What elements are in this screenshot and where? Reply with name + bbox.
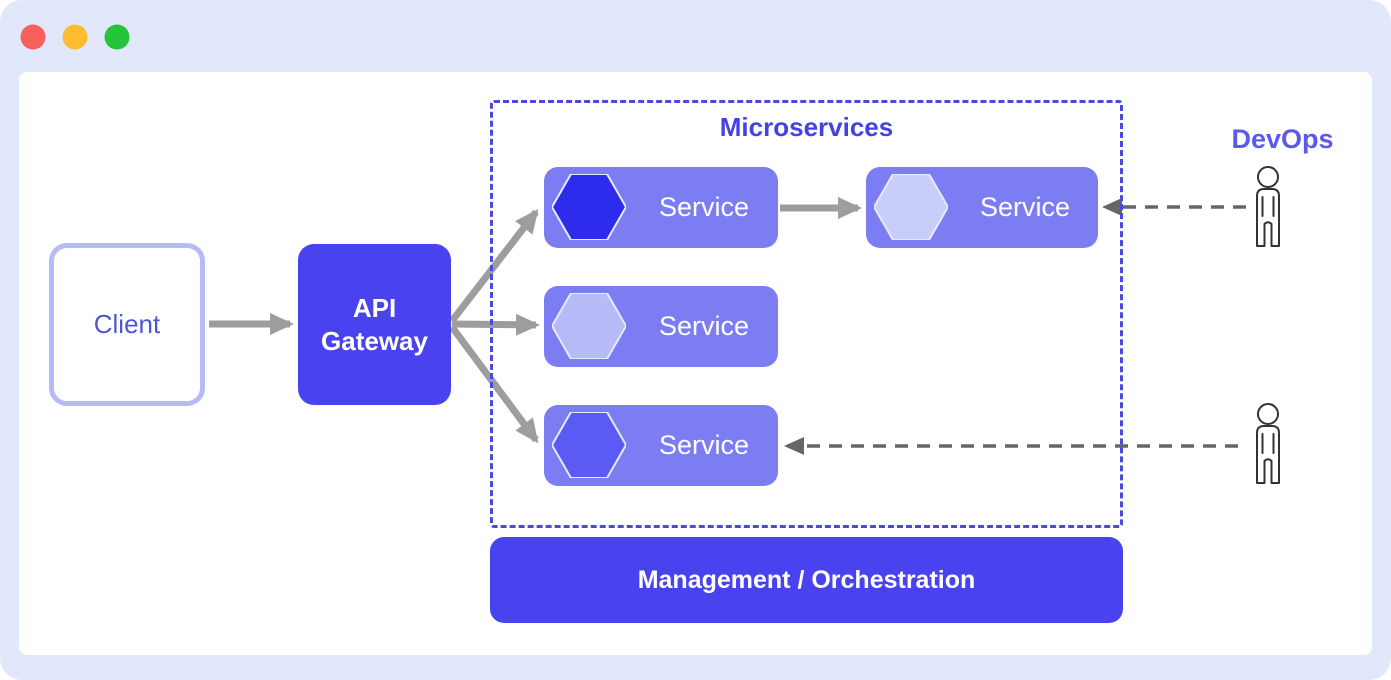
api-gateway-label: API Gateway — [321, 293, 428, 356]
service-label: Service — [658, 311, 750, 341]
service-node-top-right: Service — [866, 167, 1098, 248]
hexagon-icon — [552, 412, 626, 478]
service-node-bottom: Service — [544, 405, 778, 486]
devops-person-icon-top — [1256, 166, 1280, 247]
management-orchestration-label: Management / Orchestration — [637, 565, 976, 594]
service-label: Service — [658, 430, 750, 460]
hexagon-icon — [874, 174, 948, 240]
close-button[interactable] — [20, 24, 46, 50]
client-label: Client — [93, 309, 161, 339]
minimize-button[interactable] — [62, 24, 88, 50]
client-node: Client — [49, 243, 205, 406]
management-orchestration-node: Management / Orchestration — [490, 537, 1123, 623]
service-label: Service — [658, 192, 750, 222]
maximize-button[interactable] — [104, 24, 130, 50]
service-label: Service — [979, 192, 1071, 222]
window-titlebar — [0, 0, 1391, 72]
hexagon-icon — [552, 293, 626, 359]
service-node-middle: Service — [544, 286, 778, 367]
api-gateway-node: API Gateway — [298, 244, 451, 405]
hexagon-icon — [552, 174, 626, 240]
microservices-group: Microservices — [490, 100, 1123, 528]
devops-person-icon-bottom — [1256, 403, 1280, 484]
microservices-title: Microservices — [719, 112, 894, 142]
service-node-top-left: Service — [544, 167, 778, 248]
devops-label: DevOps — [1231, 124, 1334, 154]
